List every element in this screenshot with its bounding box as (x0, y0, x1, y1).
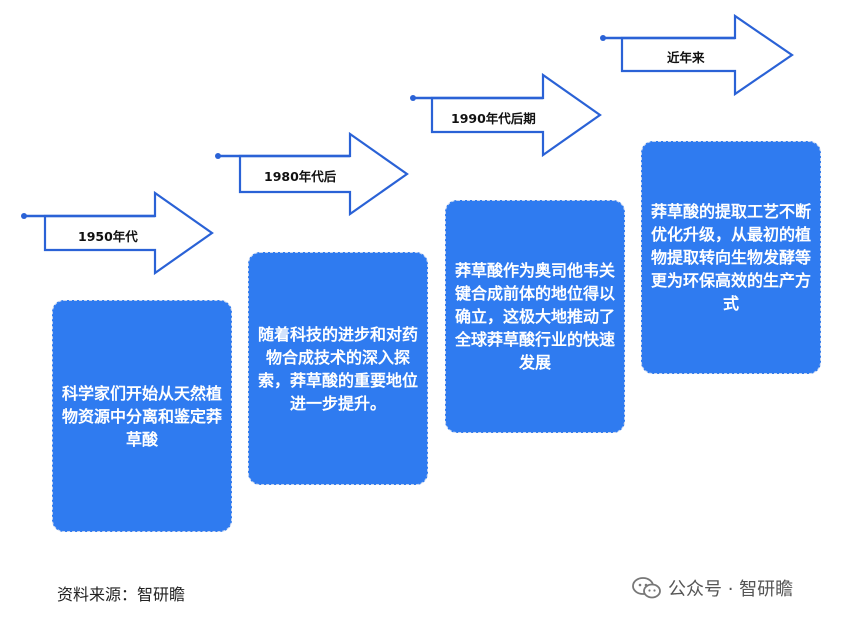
stage-description: 科学家们开始从天然植物资源中分离和鉴定莽草酸 (61, 383, 222, 449)
stage-description: 随着科技的进步和对药物合成技术的深入探索，莽草酸的重要地位进一步提升。 (257, 324, 418, 413)
arrow-1990s (410, 72, 602, 158)
arrow-recent (600, 13, 794, 97)
wechat-icon (632, 577, 661, 599)
period-label-1950s: 1950年代 (78, 229, 138, 244)
watermark: 公众号 · 智研瞻 (632, 575, 793, 601)
source-note: 资料来源：智研瞻 (57, 585, 186, 604)
period-label-1990s: 1990年代后期 (451, 111, 536, 126)
period-label-recent: 近年来 (667, 50, 705, 65)
stage-box-1990s: 莽草酸作为奥司他韦关键合成前体的地位得以确立，这极大地推动了全球莽草酸行业的快速… (445, 200, 625, 433)
period-label-1980s: 1980年代后 (264, 169, 337, 184)
stage-description: 莽草酸的提取工艺不断优化升级，从最初的植物提取转向生物发酵等更为环保高效的生产方… (650, 202, 811, 313)
arrow-1980s (215, 131, 409, 217)
stage-description: 莽草酸作为奥司他韦关键合成前体的地位得以确立，这极大地推动了全球莽草酸行业的快速… (454, 261, 615, 372)
stage-box-1980s: 随着科技的进步和对药物合成技术的深入探索，莽草酸的重要地位进一步提升。 (248, 252, 428, 485)
stage-box-recent: 莽草酸的提取工艺不断优化升级，从最初的植物提取转向生物发酵等更为环保高效的生产方… (641, 141, 821, 374)
stage-box-1950s: 科学家们开始从天然植物资源中分离和鉴定莽草酸 (52, 300, 232, 532)
watermark-text: 公众号 · 智研瞻 (668, 579, 794, 600)
arrow-1950s (21, 190, 214, 276)
